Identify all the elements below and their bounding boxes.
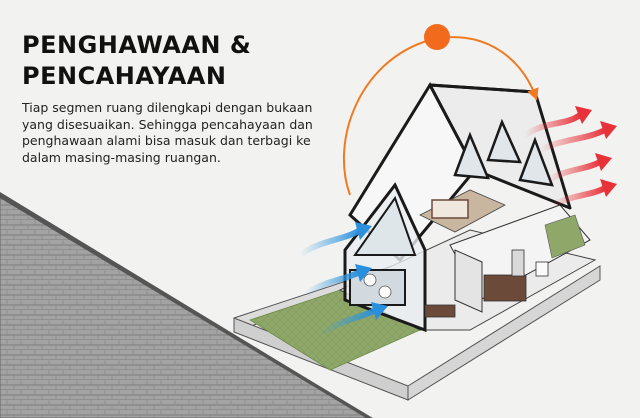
dormer-3 [518,136,554,187]
ridge-line [429,83,536,94]
air-arrow-red [549,179,617,208]
right-wing-front [454,249,483,313]
air-arrow-red [522,106,592,138]
kitchen-counter [483,274,527,302]
neighbor-roof-edge [0,192,372,418]
air-arrow-red [545,153,612,183]
wind-arrow-blue [297,222,372,258]
title-line-2: PENCAHAYAAN [22,62,227,90]
air-arrow-red [537,121,617,153]
title-line-1: PENGHAWAAN & [22,31,252,59]
wind-arrow-blue [317,302,388,338]
right-wall [407,265,601,401]
sun-path-arrow [342,36,539,196]
wind-arrow-blue [302,264,372,298]
toilet [535,261,549,277]
dining-table [424,304,456,318]
dormer-1 [453,131,490,180]
sun-icon [424,24,450,50]
page-title: PENGHAWAAN & PENCAHAYAAN [22,30,251,92]
chair-1 [363,273,377,287]
chair-2 [378,285,392,299]
bed [431,199,469,219]
dormer-2 [486,118,522,164]
front-window [353,195,417,256]
description-text: Tiap segmen ruang dilengkapi dengan buka… [22,100,313,165]
bath-grass [544,214,586,259]
fridge [511,249,525,277]
